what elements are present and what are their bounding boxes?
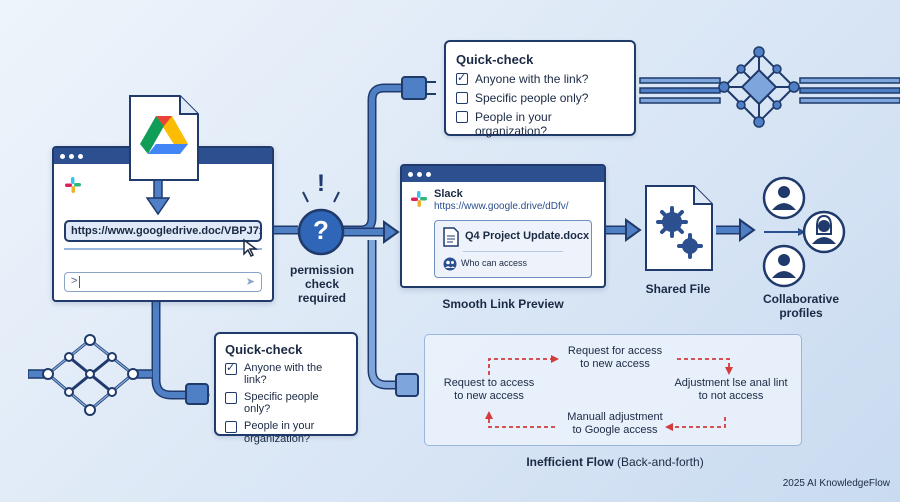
checkbox[interactable] xyxy=(225,421,237,433)
checkbox-checked[interactable] xyxy=(456,71,468,85)
divider xyxy=(463,251,563,252)
quick-check-option[interactable]: Specific people only? xyxy=(456,91,624,105)
mouse-pointer-icon xyxy=(243,238,258,258)
send-icon[interactable]: ➤ xyxy=(245,276,255,288)
checkbox[interactable] xyxy=(456,92,468,104)
window-dot xyxy=(417,171,422,177)
window-dot xyxy=(60,153,65,159)
collab-caption-line2: profiles xyxy=(779,306,823,320)
flow-step: Manuall adjustment to Google access xyxy=(545,411,685,437)
caret-glyph: > xyxy=(71,275,78,287)
checkbox[interactable] xyxy=(225,392,237,404)
option-label: Anyone with the link? xyxy=(244,362,323,386)
quick-check-option[interactable]: Anyone with the link? xyxy=(456,71,624,86)
window-dot xyxy=(69,153,74,159)
inefficient-flow-caption: Inefficient Flow (Back-and-forth) xyxy=(470,455,760,469)
network-node-icon xyxy=(718,46,800,128)
flow-step-line1: Manuall adjustment xyxy=(567,411,663,423)
file-name: Q4 Project Update.docx xyxy=(465,230,590,242)
option-label: Specific people only? xyxy=(475,91,589,105)
quick-check-title: Quick-check xyxy=(456,52,534,67)
flow-step-line1: Request for access xyxy=(567,345,663,357)
slack-preview-caption: Smooth Link Preview xyxy=(442,297,564,311)
slack-preview-window: Slack https://www.google.drive/dDfv/ Q4 … xyxy=(400,164,606,288)
inefficient-flow-panel: Request for access to new access Adjustm… xyxy=(424,334,802,446)
text-cursor xyxy=(79,276,80,288)
flow-step: Request for access to new access xyxy=(545,345,685,371)
flow-step: Request to access to new access xyxy=(429,377,549,403)
document-page-icon xyxy=(129,95,199,181)
quick-check-option[interactable]: Specific people only? xyxy=(225,391,347,415)
caption-bold: Inefficient Flow xyxy=(526,455,614,469)
exclamation-icon: ! xyxy=(317,170,325,197)
shared-file xyxy=(644,184,714,272)
window-dot xyxy=(426,171,431,177)
checkbox[interactable] xyxy=(456,111,468,123)
divider xyxy=(64,248,262,250)
permission-label-line2: check required xyxy=(297,277,346,305)
flow-step-line1: Request to access xyxy=(443,377,535,389)
quick-check-option[interactable]: Anyone with the link? xyxy=(225,361,347,386)
drive-document xyxy=(128,94,200,182)
footer-credit: 2025 AI KnowledgeFlow xyxy=(782,478,890,489)
option-label: Anyone with the link? xyxy=(475,72,589,86)
down-arrow-icon xyxy=(146,180,170,216)
collaborative-profiles xyxy=(762,176,846,288)
link-preview-card[interactable]: Q4 Project Update.docx Who can access xyxy=(434,220,592,278)
quick-check-title: Quick-check xyxy=(225,342,303,357)
option-label: Specific people only? xyxy=(244,391,319,415)
quick-check-top: Quick-check Anyone with the link? Specif… xyxy=(444,40,636,138)
quick-check-bottom: Quick-check Anyone with the link? Specif… xyxy=(214,332,358,445)
slack-link[interactable]: https://www.google.drive/dDfv/ xyxy=(434,201,569,212)
option-label-line1: People in your xyxy=(244,420,315,432)
document-icon xyxy=(443,227,459,247)
slack-icon xyxy=(411,191,427,207)
flow-step-line2: to new access xyxy=(580,358,650,370)
quick-check-option[interactable]: People in your organization? xyxy=(456,110,624,138)
flow-step-line2: to Google access xyxy=(572,424,658,436)
permission-label-line1: permission xyxy=(289,263,355,277)
flow-step-line2: to not access xyxy=(698,390,764,402)
collab-caption: Collaborative profiles xyxy=(748,292,854,320)
question-icon: ? xyxy=(313,215,329,245)
checkbox-checked[interactable] xyxy=(225,361,237,375)
slack-app-name: Slack xyxy=(434,188,463,200)
option-label-line2: organization? xyxy=(244,433,311,445)
slack-icon xyxy=(65,177,81,193)
people-icon xyxy=(443,257,457,271)
permission-label: permission check required xyxy=(282,263,362,305)
permission-check xyxy=(297,191,345,256)
flow-step-line1: Adjustment lse anal lint xyxy=(674,377,788,389)
shared-file-caption: Shared File xyxy=(645,282,711,296)
message-input[interactable]: > ➤ xyxy=(64,272,262,292)
lattice-node-icon xyxy=(28,334,153,416)
slack-titlebar xyxy=(402,166,604,182)
flow-step: Adjustment lse anal lint to not access xyxy=(661,377,801,403)
shared-file-icon xyxy=(645,185,713,271)
caption-rest: (Back-and-forth) xyxy=(613,455,704,469)
collab-caption-line1: Collaborative xyxy=(762,292,840,306)
red-flow-arrows xyxy=(485,355,733,431)
window-dot xyxy=(408,171,413,177)
option-label: People in your organization? xyxy=(244,420,314,446)
option-label: People in your organization? xyxy=(475,110,552,138)
access-label: Who can access xyxy=(461,258,528,268)
url-field[interactable]: https://www.googledrive.doc/VBPJ7x xyxy=(64,220,262,242)
flow-step-line2: to new access xyxy=(454,390,524,402)
google-drive-icon xyxy=(140,116,188,154)
quick-check-option[interactable]: People in your organization? xyxy=(225,420,347,446)
window-dot xyxy=(78,153,83,159)
